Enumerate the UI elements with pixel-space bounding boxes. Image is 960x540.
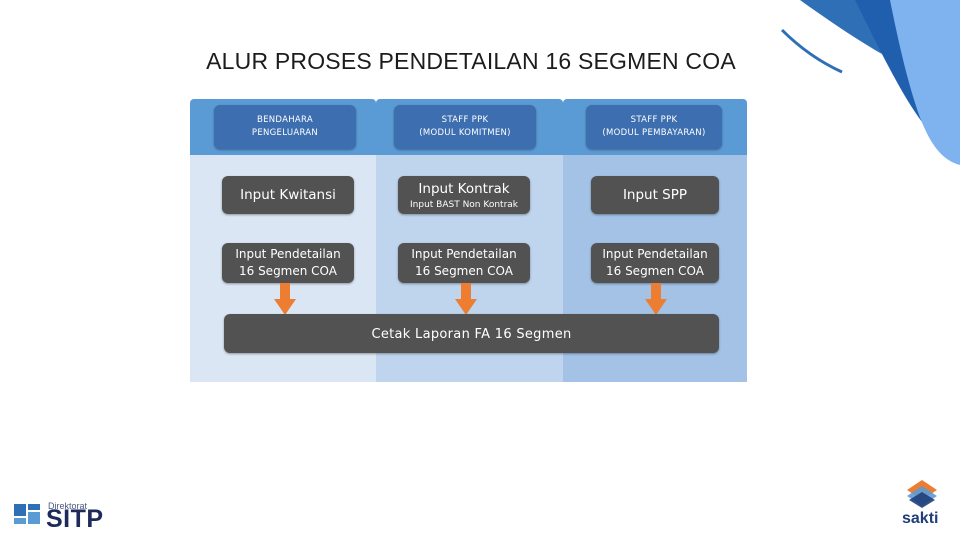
sakti-wordmark: sakti <box>902 510 939 527</box>
role-staff-ppk-pembayaran: STAFF PPK (MODUL PEMBAYARAN) <box>586 105 722 149</box>
step-input-spp: Input SPP <box>591 176 719 214</box>
step-line2: 16 Segmen COA <box>238 264 337 278</box>
step-line2: 16 Segmen COA <box>414 264 513 278</box>
step-pendetailan-pembayaran: Input Pendetailan 16 Segmen COA <box>591 243 719 283</box>
step-cetak-laporan: Cetak Laporan FA 16 Segmen <box>224 314 719 353</box>
role-line1: BENDAHARA <box>256 115 314 125</box>
step-pendetailan-komitmen: Input Pendetailan 16 Segmen COA <box>398 243 530 283</box>
role-line1: STAFF PPK <box>441 115 489 125</box>
down-arrow-icon <box>645 283 667 315</box>
step-input-kontrak: Input Kontrak Input BAST Non Kontrak <box>398 176 530 214</box>
step-line1: Input Pendetailan <box>235 247 341 261</box>
corner-decoration <box>780 0 960 165</box>
role-bendahara-pengeluaran: BENDAHARA PENGELUARAN <box>214 105 356 149</box>
role-line2: PENGELUARAN <box>251 128 319 138</box>
step-line1: Input Pendetailan <box>602 247 708 261</box>
step-label: Input Kwitansi <box>240 187 336 203</box>
step-pendetailan-bendahara: Input Pendetailan 16 Segmen COA <box>222 243 354 283</box>
down-arrow-icon <box>455 283 477 315</box>
step-input-kwitansi: Input Kwitansi <box>222 176 354 214</box>
sitp-subtitle: Direktorat <box>48 501 88 511</box>
down-arrow-icon <box>274 283 296 315</box>
step-line1: Input Pendetailan <box>411 247 517 261</box>
role-line2: (MODUL PEMBAYARAN) <box>602 128 706 138</box>
sakti-logo-icon <box>907 480 937 508</box>
page-title: ALUR PROSES PENDETAILAN 16 SEGMEN COA <box>206 48 736 74</box>
role-line2: (MODUL KOMITMEN) <box>419 128 511 138</box>
sitp-logo-icon <box>14 504 40 524</box>
step-sublabel: Input BAST Non Kontrak <box>410 199 518 210</box>
step-label: Input Kontrak <box>418 180 510 197</box>
role-line1: STAFF PPK <box>630 115 678 125</box>
step-label: Cetak Laporan FA 16 Segmen <box>371 327 572 342</box>
step-label: Input SPP <box>622 187 688 203</box>
step-line2: 16 Segmen COA <box>605 264 704 278</box>
sitp-wordmark: SITP <box>46 505 104 533</box>
role-staff-ppk-komitmen: STAFF PPK (MODUL KOMITMEN) <box>394 105 536 149</box>
